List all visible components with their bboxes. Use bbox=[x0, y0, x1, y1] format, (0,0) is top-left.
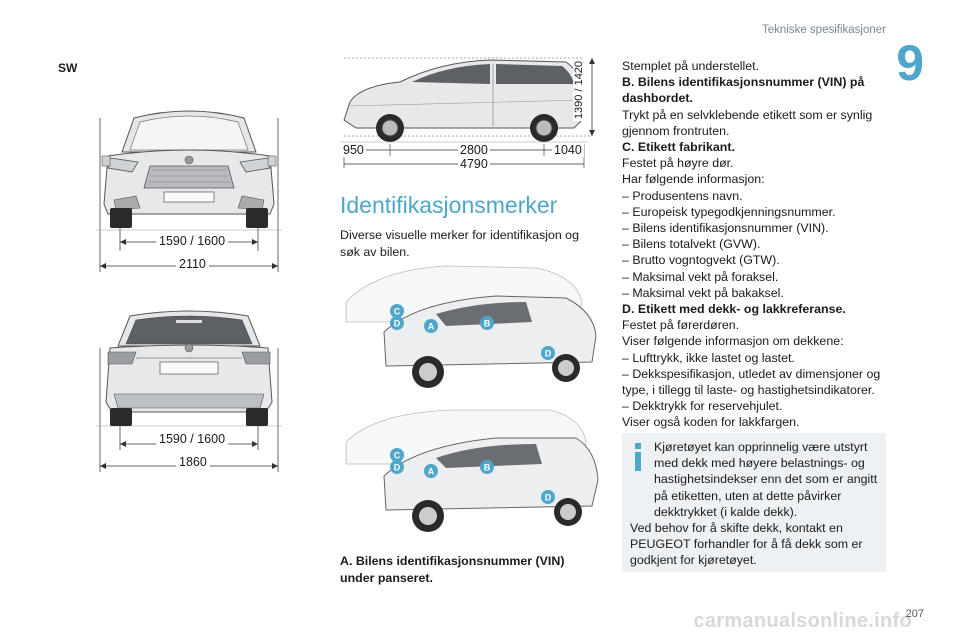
variant-label: SW bbox=[58, 61, 78, 75]
chapter-number: 9 bbox=[896, 35, 924, 91]
right-column-text: Stemplet på understellet. B. Bilens iden… bbox=[622, 58, 888, 431]
section-heading: Identifikasjonsmerker bbox=[340, 192, 558, 218]
text-line: – Brutto vogntogvekt (GTW). bbox=[622, 253, 780, 268]
rear-overhang-dimension: 1040 bbox=[552, 143, 584, 157]
tag-c-label: C bbox=[394, 307, 401, 317]
tag-b-label: B bbox=[484, 463, 491, 473]
height-dimension: 1390 / 1420 bbox=[573, 58, 586, 122]
rear-width-dimension: 1860 bbox=[176, 455, 210, 469]
tag-c-marker-3: C bbox=[390, 448, 404, 467]
wheelbase-dimension: 2800 bbox=[458, 143, 490, 157]
tag-a-label: A bbox=[428, 322, 435, 332]
tag-a-marker-3: A bbox=[424, 464, 438, 483]
text-line: – Produsentens navn. bbox=[622, 188, 743, 203]
front-overhang-dimension: 950 bbox=[341, 143, 366, 157]
info-paragraph-1: Kjøretøyet kan opprinnelig være utstyrt … bbox=[654, 440, 878, 519]
text-line: – Lufttrykk, ikke lastet og lastet. bbox=[622, 350, 795, 365]
text-line: Festet på høyre dør. bbox=[622, 156, 734, 171]
info-box: Kjøretøyet kan opprinnelig være utstyrt … bbox=[622, 433, 886, 572]
text-line: – Maksimal vekt på foraksel. bbox=[622, 269, 779, 284]
tag-b-label: B bbox=[484, 319, 491, 329]
tag-d-label: D bbox=[394, 463, 401, 473]
tag-d-marker-2: D bbox=[541, 346, 555, 365]
text-line: Viser følgende informasjon om dekkene: bbox=[622, 334, 844, 349]
tag-a-marker: A bbox=[424, 319, 438, 338]
intro-paragraph: Diverse visuelle merker for identifikasj… bbox=[340, 228, 579, 259]
car-front-illustration bbox=[96, 110, 282, 272]
page-number: 207 bbox=[905, 608, 924, 620]
front-width-dimension: 2110 bbox=[176, 257, 209, 271]
text-line: Viser også koden for lakkfargen. bbox=[622, 415, 800, 430]
running-header: Tekniske spesifikasjoner bbox=[761, 24, 886, 36]
tag-d-marker-3: D bbox=[390, 460, 404, 479]
car-tags-illustration-1 bbox=[345, 265, 597, 388]
text-line: Trykt på en selvklebende etikett som er … bbox=[622, 107, 873, 138]
rear-track-dimension: 1590 / 1600 bbox=[156, 432, 229, 446]
watermark: carmanualsonline.info bbox=[693, 610, 912, 632]
text-line: – Maksimal vekt på bakaksel. bbox=[622, 285, 784, 300]
vin-under-bonnet-text: A. Bilens identifikasjonsnummer (VIN) un… bbox=[340, 554, 565, 585]
text-line: D. Etikett med dekk- og lakkreferanse. bbox=[622, 302, 846, 317]
tag-d-marker: D bbox=[390, 316, 404, 335]
text-line: – Bilens identifikasjonsnummer (VIN). bbox=[622, 221, 829, 236]
tag-c-label: C bbox=[394, 451, 401, 461]
tag-b-marker: B bbox=[480, 316, 494, 335]
text-line: – Europeisk typegodkjenningsnummer. bbox=[622, 204, 836, 219]
tag-a-label: A bbox=[428, 467, 435, 477]
front-track-dimension: 1590 / 1600 bbox=[156, 234, 229, 248]
tag-d-label: D bbox=[545, 349, 552, 359]
car-rear-illustration bbox=[96, 310, 282, 472]
text-line: C. Etikett fabrikant. bbox=[622, 140, 735, 155]
car-tags-illustration-2 bbox=[345, 409, 599, 532]
text-line: Har følgende informasjon: bbox=[622, 172, 765, 187]
length-dimension: 4790 bbox=[458, 157, 490, 171]
info-icon bbox=[635, 443, 641, 471]
tag-d-label: D bbox=[394, 319, 401, 329]
text-line: – Dekkspesifikasjon, utledet av dimensjo… bbox=[622, 366, 881, 398]
tag-d-label: D bbox=[545, 493, 552, 503]
text-line: – Dekktrykk for reservehjulet. bbox=[622, 399, 783, 414]
text-line: Stemplet på understellet. bbox=[622, 59, 760, 73]
text-line: B. Bilens identifikasjonsnummer (VIN) på… bbox=[622, 75, 865, 106]
info-paragraph-2: Ved behov for å skifte dekk, kontakt en … bbox=[630, 521, 863, 568]
tag-d-marker-4: D bbox=[541, 490, 555, 509]
tag-b-marker-3: B bbox=[480, 460, 494, 479]
tag-c-marker: C bbox=[390, 304, 404, 323]
text-line: – Bilens totalvekt (GVW). bbox=[622, 237, 761, 252]
text-line: Festet på førerdøren. bbox=[622, 318, 740, 333]
